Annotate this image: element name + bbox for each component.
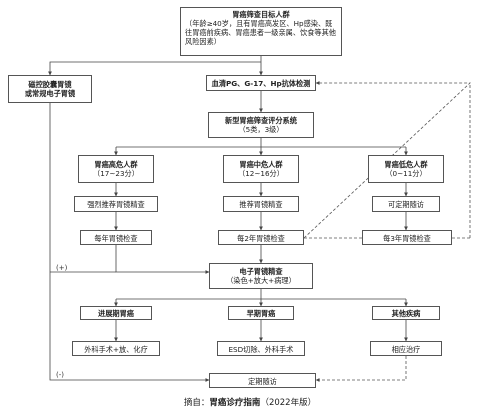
- low-risk-followup-box: 每3年胃镜检查: [362, 230, 452, 245]
- endoscopy-exam-box: 电子胃镜精查 （染色+放大+病理）: [209, 263, 313, 289]
- high-risk-title: 胃癌高危人群: [94, 160, 138, 169]
- capsule-endoscopy-box: 磁控胶囊胃镜 或常规电子胃镜: [8, 75, 92, 103]
- medium-risk-followup-box: 每2年胃镜检查: [218, 230, 304, 245]
- other-disease-label: 其他疾病: [391, 309, 421, 318]
- advanced-treatment-box: 外科手术+放、化疗: [72, 341, 160, 356]
- target-criteria: （年龄≥40岁，且有胃癌高发区、Hp感染、既往胃癌前疾病、胃癌患者一级亲属、饮食…: [185, 19, 336, 46]
- caption-prefix: 摘自：: [183, 398, 210, 408]
- left-box-line-2: 或常规电子胃镜: [24, 89, 76, 98]
- medium-risk-range: （12~16分）: [238, 169, 284, 178]
- high-risk-action-box: 强烈推荐胃镜精查: [74, 196, 158, 212]
- high-risk-followup: 每年胃镜检查: [94, 234, 138, 243]
- low-risk-followup: 每3年胃镜检查: [383, 234, 431, 243]
- serum-test-box: 血清PG、G-17、Hp抗体检测: [206, 75, 316, 91]
- target-population-box: 胃癌筛查目标人群 （年龄≥40岁，且有胃癌高发区、Hp感染、既往胃癌前疾病、胃癌…: [180, 7, 342, 56]
- source-caption: 摘自：胃癌诊疗指南（2022年版）: [0, 396, 500, 408]
- positive-branch-label: (+): [56, 264, 68, 272]
- endoscopy-sub: （染色+放大+病理）: [226, 276, 296, 285]
- early-cancer-label: 早期胃癌: [246, 309, 276, 318]
- advanced-cancer-label: 进展期胃癌: [98, 309, 134, 318]
- low-risk-box: 胃癌低危人群 （0~11分）: [368, 155, 444, 183]
- other-disease-box: 其他疾病: [372, 306, 440, 320]
- low-risk-title: 胃癌低危人群: [384, 160, 428, 169]
- caption-source: 胃癌诊疗指南: [209, 398, 261, 408]
- high-risk-box: 胃癌高危人群 （17~23分）: [78, 155, 154, 183]
- scoring-sub: （5类，3级）: [238, 125, 284, 134]
- caption-year: （2022年版）: [260, 398, 317, 408]
- medium-risk-followup: 每2年胃镜检查: [237, 234, 285, 243]
- high-risk-followup-box: 每年胃镜检查: [80, 230, 152, 245]
- scoring-title: 新型胃癌筛查评分系统: [225, 116, 297, 125]
- medium-risk-action-box: 推荐胃镜精查: [223, 196, 299, 212]
- other-treatment: 相应治疗: [391, 345, 421, 354]
- serum-test-label: 血清PG、G-17、Hp抗体检测: [211, 79, 311, 88]
- negative-branch-label: (-): [56, 371, 64, 379]
- medium-risk-action: 推荐胃镜精查: [239, 200, 283, 209]
- target-title: 胃癌筛查目标人群: [232, 10, 290, 19]
- advanced-treatment: 外科手术+放、化疗: [84, 345, 148, 354]
- early-cancer-box: 早期胃癌: [228, 306, 294, 320]
- early-treatment: ESD切除、外科手术: [228, 345, 294, 354]
- low-risk-action: 可定期随访: [388, 200, 424, 209]
- early-treatment-box: ESD切除、外科手术: [217, 341, 305, 356]
- endoscopy-title: 电子胃镜精查: [239, 267, 283, 276]
- medium-risk-title: 胃癌中危人群: [239, 160, 283, 169]
- low-risk-action-box: 可定期随访: [372, 196, 440, 212]
- regular-followup-box: 定期随访: [209, 373, 316, 388]
- advanced-cancer-box: 进展期胃癌: [80, 306, 152, 320]
- regular-followup-label: 定期随访: [248, 377, 277, 386]
- left-box-line-1: 磁控胶囊胃镜: [28, 80, 72, 89]
- high-risk-action: 强烈推荐胃镜精查: [87, 200, 145, 209]
- high-risk-range: （17~23分）: [93, 169, 139, 178]
- scoring-system-box: 新型胃癌筛查评分系统 （5类，3级）: [208, 112, 314, 138]
- medium-risk-box: 胃癌中危人群 （12~16分）: [223, 155, 299, 183]
- low-risk-range: （0~11分）: [385, 169, 427, 178]
- other-treatment-box: 相应治疗: [370, 341, 442, 356]
